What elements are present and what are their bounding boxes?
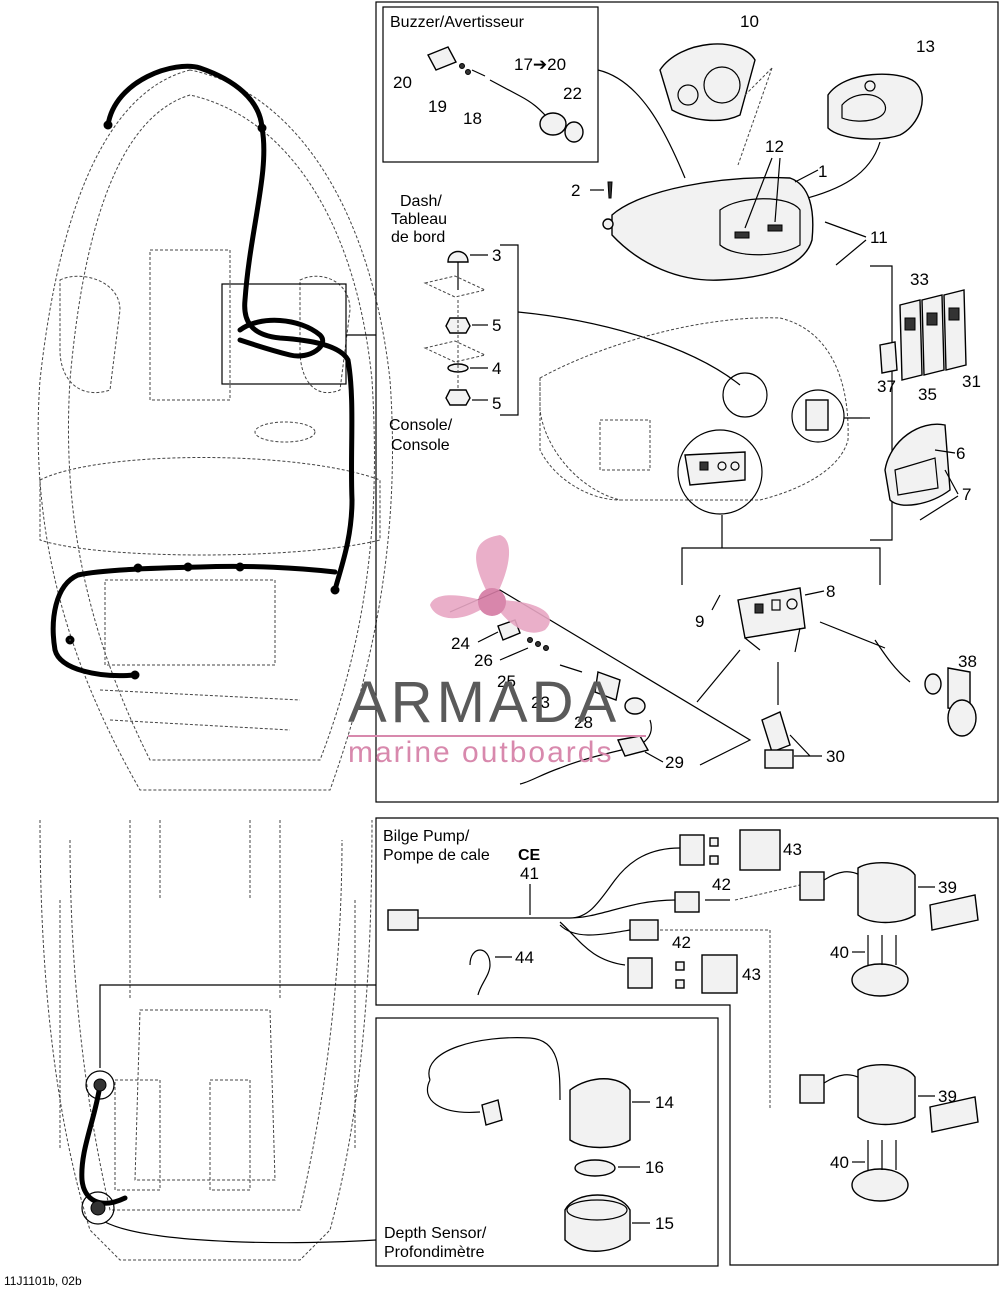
buzzer-title: Buzzer/Avertisseur [390, 14, 525, 31]
callout-31: 31 [962, 372, 981, 391]
buzzer-ring [564, 121, 584, 143]
buzzer-unit [539, 112, 567, 136]
ce-mark: CE [518, 847, 541, 864]
callout-23: 23 [531, 693, 550, 712]
callout-8: 8 [826, 582, 835, 601]
power-outlet [924, 667, 977, 737]
callout-40-lower: 40 [830, 1153, 849, 1172]
callout-17-20: 17➔20 [514, 55, 566, 74]
callout-18: 18 [463, 109, 482, 128]
callout-41: 41 [520, 864, 539, 883]
callout-38: 38 [958, 652, 977, 671]
depth-title-2: Profondimètre [384, 1244, 485, 1261]
fastener-stack: Dash/ Tableau de bord Console/ Console [389, 193, 519, 454]
hull-top-view [37, 69, 393, 791]
callout-40-upper: 40 [830, 943, 849, 962]
callout-22: 22 [563, 84, 582, 103]
console-label-2: Console [391, 437, 450, 454]
callout-29: 29 [665, 753, 684, 772]
bilge-pump-panel [375, 817, 999, 1266]
hull-rear-view [39, 819, 373, 1261]
callout-37: 37 [877, 377, 896, 396]
dash-console-panel [375, 1, 999, 803]
gauge-bezel [827, 73, 923, 140]
switch-panel-detail [879, 289, 967, 506]
start-stop-button [761, 711, 794, 769]
callout-25: 25 [497, 672, 516, 691]
callout-15: 15 [655, 1214, 674, 1233]
callout-4: 4 [492, 359, 501, 378]
console-label-1: Console/ [389, 417, 453, 434]
switch-bracket [737, 587, 806, 653]
callout-26: 26 [474, 651, 493, 670]
callout-42-upper: 42 [712, 875, 731, 894]
callout-13: 13 [916, 37, 935, 56]
callout-28: 28 [574, 713, 593, 732]
callout-11: 11 [870, 228, 888, 247]
callout-16: 16 [645, 1158, 664, 1177]
callout-42-lower: 42 [672, 933, 691, 952]
bilge-pump-upper [799, 861, 979, 997]
callout-14: 14 [655, 1093, 674, 1112]
callout-7: 7 [962, 485, 971, 504]
callout-1: 1 [818, 162, 827, 181]
callout-5-lower: 5 [492, 394, 501, 413]
bilge-title-2: Pompe de cale [383, 847, 490, 864]
watermark-logo [430, 535, 550, 633]
callout-5-upper: 5 [492, 316, 501, 335]
callout-33: 33 [910, 270, 929, 289]
reference-number: 11J1101b, 02b [4, 1274, 82, 1288]
callout-6: 6 [956, 444, 965, 463]
depth-sensor-parts [426, 1037, 631, 1252]
callout-43-upper: 43 [783, 840, 802, 859]
callout-20: 20 [393, 73, 412, 92]
dash-label-2: Tableau [391, 211, 447, 228]
dash-housing [602, 176, 814, 281]
dash-detail-frame [221, 283, 347, 385]
callout-10: 10 [740, 12, 759, 31]
callout-30: 30 [826, 747, 845, 766]
buzzer-connector [427, 46, 457, 71]
console-body [539, 317, 849, 515]
dash-label-1: Dash/ [400, 193, 442, 210]
callout-24: 24 [451, 634, 470, 653]
callout-39-lower: 39 [938, 1087, 957, 1106]
depth-sensor-panel [375, 1017, 719, 1267]
callout-3: 3 [492, 246, 501, 265]
bilge-pump-lower [799, 1063, 979, 1202]
callout-39-upper: 39 [938, 878, 957, 897]
callout-44: 44 [515, 948, 534, 967]
depth-title-1: Depth Sensor/ [384, 1225, 487, 1242]
dash-label-3: de bord [391, 229, 445, 246]
callout-43-lower: 43 [742, 965, 761, 984]
callout-9: 9 [695, 612, 704, 631]
bilge-harness [387, 829, 801, 1110]
gauge-cluster [659, 43, 773, 166]
watermark-brand: ARMADA [348, 670, 620, 735]
bilge-title-1: Bilge Pump/ [383, 828, 470, 845]
watermark-subtitle: marine outboards [348, 736, 613, 769]
buzzer-box: Buzzer/Avertisseur [382, 6, 599, 163]
callout-35: 35 [918, 385, 937, 404]
callout-2: 2 [571, 181, 580, 200]
callout-19: 19 [428, 97, 447, 116]
callout-12: 12 [765, 137, 784, 156]
main-wiring-harness [50, 63, 355, 680]
